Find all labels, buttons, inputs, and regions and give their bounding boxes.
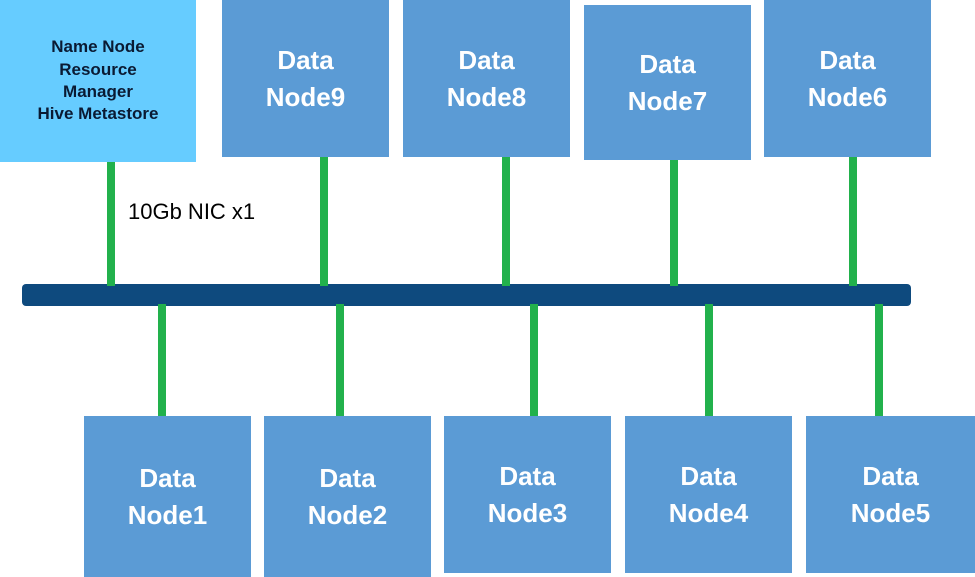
node-label-line1: Data <box>680 460 737 491</box>
link-node5 <box>875 304 883 416</box>
link-node8 <box>502 157 510 286</box>
data-node-3: Data Node3 <box>444 416 611 573</box>
data-node-7: Data Node7 <box>584 5 751 160</box>
link-node1 <box>158 304 166 416</box>
nic-label: 10Gb NIC x1 <box>128 199 256 224</box>
link-master <box>107 162 115 286</box>
data-node-8: Data Node8 <box>403 0 570 157</box>
node-label-line2: Node4 <box>668 497 749 528</box>
node-label-line2: Node1 <box>127 499 208 530</box>
node-label-line2: Node9 <box>265 81 346 112</box>
link-node7 <box>670 160 678 286</box>
network-bus <box>22 284 911 306</box>
data-node-2: Data Node2 <box>264 416 431 577</box>
link-node6 <box>849 157 857 286</box>
data-node-9: Data Node9 <box>222 0 389 157</box>
node-label-line1: Data <box>639 48 696 79</box>
node-label-line1: Data <box>458 44 515 75</box>
master-line-name-node: Name Node <box>51 37 145 57</box>
node-label-line1: Data <box>862 460 919 491</box>
node-label-line2: Node3 <box>487 497 568 528</box>
node-label-line1: Data <box>499 460 556 491</box>
link-node9 <box>320 157 328 286</box>
node-label-line1: Data <box>319 462 376 493</box>
data-node-1: Data Node1 <box>84 416 251 577</box>
node-label-line1: Data <box>277 44 334 75</box>
master-line-manager: Manager <box>63 82 133 101</box>
node-label-line2: Node6 <box>807 81 888 112</box>
node-label-line2: Node8 <box>446 81 527 112</box>
master-node: Name Node Resource Manager Hive Metastor… <box>0 0 196 162</box>
node-label-line1: Data <box>819 44 876 75</box>
data-node-6: Data Node6 <box>764 0 931 157</box>
link-node3 <box>530 304 538 416</box>
link-node4 <box>705 304 713 420</box>
node-label-line2: Node2 <box>307 499 388 530</box>
node-label-line2: Node7 <box>627 85 708 116</box>
data-node-4: Data Node4 <box>625 416 792 573</box>
node-label-line1: Data <box>139 462 196 493</box>
data-node-5: Data Node5 <box>806 416 975 573</box>
link-node2 <box>336 304 344 416</box>
master-line-hive-metastore: Hive Metastore <box>37 104 159 124</box>
master-line-resource: Resource <box>59 59 137 79</box>
node-label-line2: Node5 <box>850 497 931 528</box>
